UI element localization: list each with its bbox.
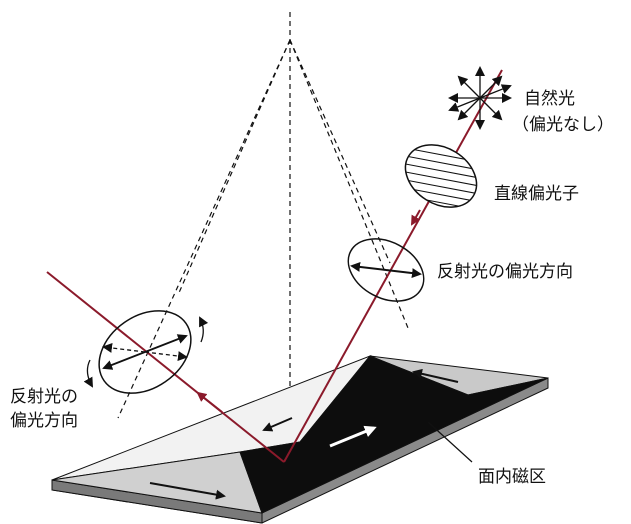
label-linear-polarizer: 直線偏光子 <box>494 184 579 204</box>
natural-light-star <box>448 66 512 130</box>
domain-center-dark <box>239 355 549 514</box>
cone-dashed-lines <box>117 12 409 432</box>
linear-polarizer <box>394 144 489 220</box>
label-reflected-polarization-left-2: 偏光方向 <box>10 411 78 431</box>
domain-leader-line <box>427 421 473 463</box>
label-reflected-polarization-upper: 反射光の偏光方向 <box>437 262 573 282</box>
domain-arrows <box>149 368 459 500</box>
label-natural-light: 自然光 <box>524 89 575 109</box>
light-ray <box>46 69 503 463</box>
label-unpolarized: （偏光なし） <box>512 115 614 135</box>
label-inplane-domain: 面内磁区 <box>478 467 546 487</box>
magnetic-slab <box>51 354 549 524</box>
upper-polarization-ellipse <box>347 238 425 302</box>
label-reflected-polarization-left-1: 反射光の <box>10 387 78 407</box>
left-polarization-ellipse <box>83 310 209 394</box>
